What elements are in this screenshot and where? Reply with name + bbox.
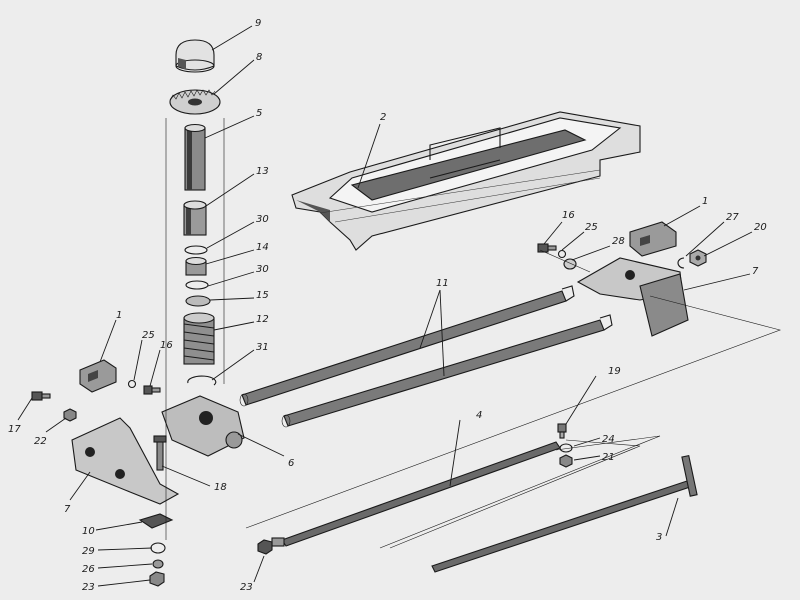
label-3: 3 (656, 532, 662, 543)
label-23-left: 23 (82, 582, 95, 593)
label-16-left: 16 (160, 340, 173, 351)
label-14: 14 (256, 242, 269, 253)
part-30-washer-top (184, 245, 208, 255)
label-30-top: 30 (256, 214, 269, 225)
part-12-spring (183, 312, 215, 365)
label-7-left: 7 (64, 504, 71, 515)
label-6: 6 (288, 458, 294, 469)
label-1-right: 1 (702, 196, 708, 207)
part-25-washer-left (127, 379, 137, 389)
part-16-bolt-left (143, 385, 161, 395)
label-12: 12 (256, 314, 269, 325)
part-31-snap-ring (187, 375, 217, 386)
part-4-rod (271, 441, 561, 547)
label-25-left: 25 (142, 330, 155, 341)
label-8: 8 (256, 52, 262, 63)
label-26: 26 (82, 564, 95, 575)
label-30-bottom: 30 (256, 264, 269, 275)
label-7-right: 7 (752, 266, 759, 277)
label-18: 18 (214, 482, 227, 493)
label-15: 15 (256, 290, 269, 301)
label-31: 31 (256, 342, 269, 353)
assembly-guide-lines (165, 118, 781, 549)
part-14-bushing (185, 256, 207, 276)
label-4: 4 (476, 410, 482, 421)
part-18-bolt (153, 435, 167, 471)
part-5-tube (184, 123, 206, 191)
part-1-block-right (629, 221, 677, 257)
part-8-gear (169, 89, 221, 115)
part-22-nut (63, 408, 77, 422)
label-2: 2 (380, 112, 386, 123)
part-7-bracket-left (71, 417, 180, 505)
part-29-washer (150, 542, 166, 554)
part-26-washer (152, 559, 164, 569)
label-23-rod: 23 (240, 582, 253, 593)
part-16-bolt-right (537, 243, 557, 253)
part-23-nut-rod (257, 539, 273, 555)
part-20-nut (689, 249, 707, 267)
label-28: 28 (612, 236, 625, 247)
part-15-washer (185, 295, 211, 307)
leader-lines (17, 25, 753, 587)
part-9-cap (175, 39, 215, 73)
label-29: 29 (82, 546, 95, 557)
label-10: 10 (82, 526, 95, 537)
part-21-nut (559, 454, 573, 468)
label-21: 21 (602, 452, 615, 463)
part-6-clamp-block (161, 395, 245, 457)
part-28-washer (563, 258, 577, 270)
part-number-labels: 9 8 5 13 30 14 30 15 12 31 2 11 16 25 28… (8, 18, 767, 593)
label-25-right: 25 (585, 222, 598, 233)
label-20: 20 (754, 222, 767, 233)
label-19: 19 (608, 366, 621, 377)
part-25-washer-right (557, 249, 567, 259)
label-5: 5 (256, 108, 262, 119)
part-1-block-left (79, 359, 117, 393)
part-19-screw (557, 423, 567, 439)
label-16-right: 16 (562, 210, 575, 221)
label-17: 17 (8, 424, 21, 435)
part-30-washer-bottom (185, 280, 209, 290)
label-1-left: 1 (116, 310, 122, 321)
part-11-shafts (239, 285, 613, 428)
part-17-bolt (31, 391, 51, 401)
label-9: 9 (255, 18, 261, 29)
label-11: 11 (436, 278, 449, 289)
part-3-rod (431, 454, 698, 573)
part-27-clip (677, 257, 685, 269)
part-7-bracket-right (576, 257, 689, 337)
label-13: 13 (256, 166, 269, 177)
label-27: 27 (726, 212, 739, 223)
part-13-bushing (183, 200, 207, 236)
part-10-plate (138, 513, 174, 529)
label-24: 24 (602, 434, 615, 445)
part-23-nut-left (149, 571, 165, 587)
label-22: 22 (34, 436, 47, 447)
part-2-tray (291, 111, 641, 251)
